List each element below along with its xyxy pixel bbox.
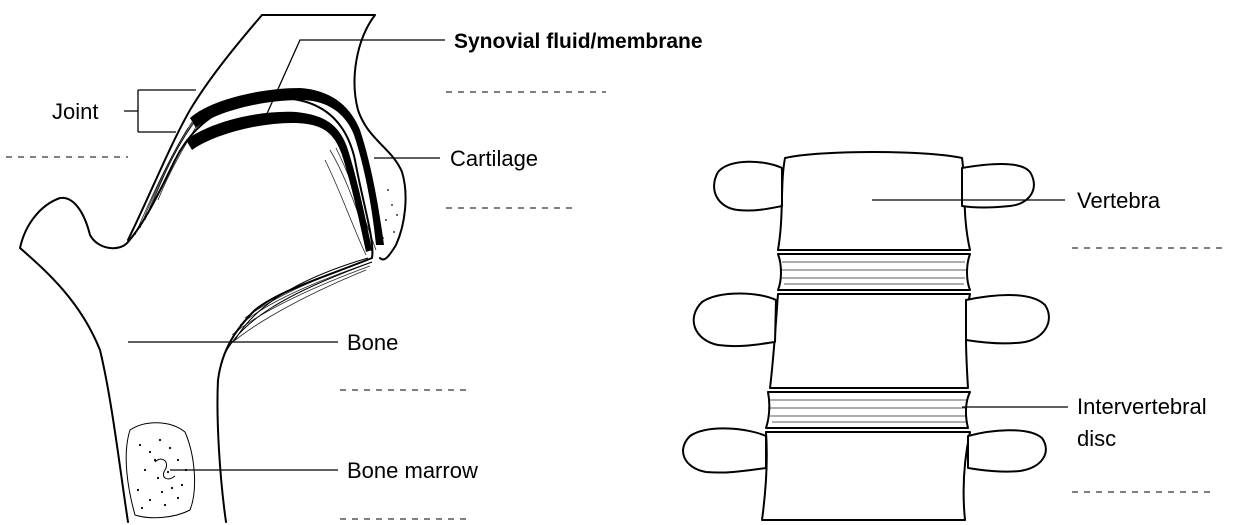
- label-cartilage: Cartilage: [450, 146, 538, 171]
- vertebra-2-body: [770, 294, 970, 388]
- label-bone-marrow: Bone marrow: [347, 458, 478, 483]
- vertebra-1-left-process: [714, 162, 782, 211]
- joint-bracket: [124, 90, 196, 132]
- vertebra-2-right-process: [966, 295, 1049, 343]
- vertebra-1-right-process: [962, 164, 1034, 208]
- label-synovial: Synovial fluid/membrane: [454, 30, 703, 53]
- vertebra-1-body: [778, 152, 970, 250]
- label-vertebra: Vertebra: [1077, 188, 1161, 213]
- vertebra-3-body: [762, 432, 970, 520]
- disc-2: [766, 392, 970, 428]
- label-disc: disc: [1077, 426, 1116, 451]
- acetabular-cartilage: [190, 88, 384, 245]
- vertebra-3-right-process: [968, 430, 1046, 471]
- disc-1: [778, 254, 970, 290]
- label-joint: Joint: [52, 99, 98, 124]
- label-bone: Bone: [347, 330, 398, 355]
- pelvis-stipple: [382, 189, 398, 239]
- hip-joint-illustration: [20, 15, 445, 522]
- femur-outline: [20, 98, 372, 522]
- spine-illustration: [683, 152, 1068, 520]
- label-intervertebral: Intervertebral: [1077, 394, 1207, 419]
- vertebra-3-left-process: [683, 428, 766, 472]
- vertebra-2-left-process: [694, 294, 776, 347]
